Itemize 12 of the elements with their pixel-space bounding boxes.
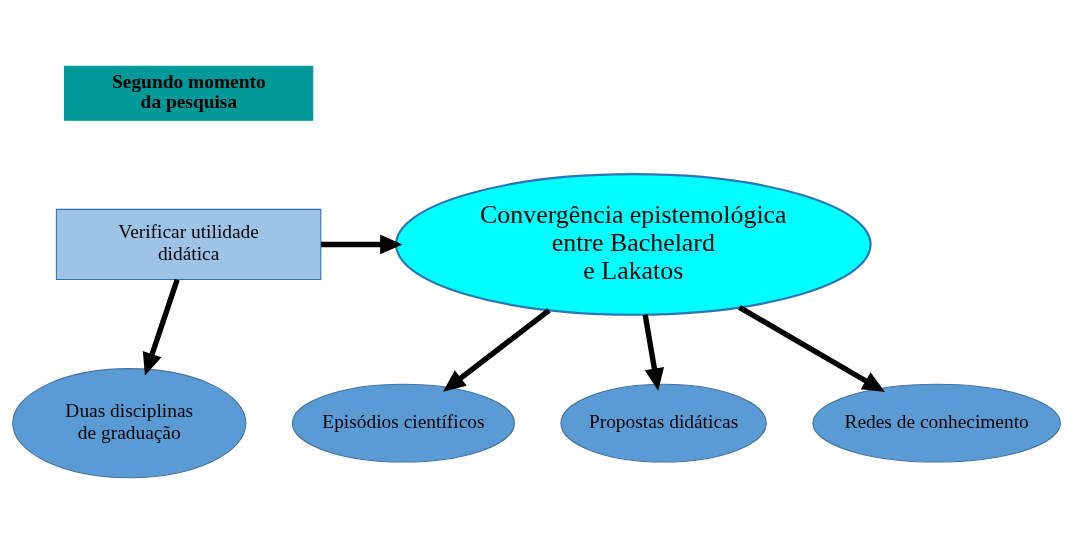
node-ellipse: Episódios científicos (291, 383, 515, 463)
node-box: Segundo momento da pesquisa (63, 65, 314, 121)
arrow (142, 278, 180, 376)
node-ellipse: Propostas didáticas (560, 383, 767, 463)
node-ellipse: Duas disciplinas de graduação (12, 368, 247, 479)
arrow (642, 314, 665, 391)
arrow (321, 234, 403, 255)
arrow (738, 304, 885, 393)
node-box: Verificar utilidade didática (55, 208, 322, 281)
node-ellipse: Redes de conhecimento (812, 383, 1061, 463)
arrow (443, 308, 551, 392)
node-ellipse: Convergência epistemológica entre Bachelard e Lakatos (395, 173, 872, 316)
